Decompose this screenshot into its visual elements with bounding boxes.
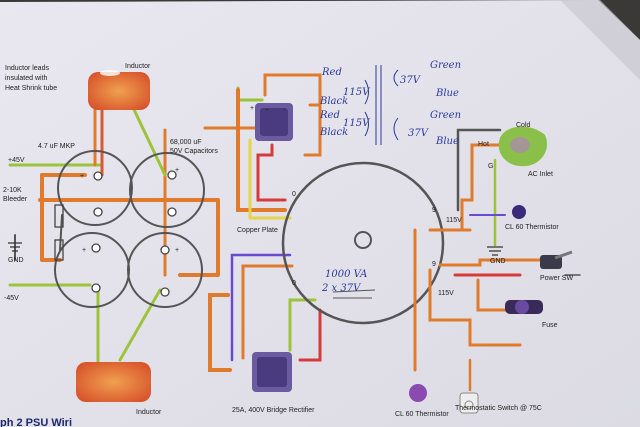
hw-red-2: Red [319,110,340,121]
capacitor-bank [54,150,205,308]
cl60-thermistor-bottom [409,384,427,402]
inductor-top-label: Inductor [125,63,151,70]
hw-black-1: Black [319,96,348,107]
mkp-cap-label: 4.7 uF MKP [38,143,75,150]
svg-text:+: + [175,167,179,174]
hw-37v-b: 37V [408,128,430,139]
hw-37v-a: 37V [400,75,422,86]
caps-label-1: 68,000 uF [170,139,202,146]
capacitor-top-right [129,152,205,228]
thermostatic-label: Thermostatic Switch @ 75C [455,405,542,412]
bleeder-label-2: Bleeder [3,196,28,203]
capacitor-terminals [91,170,177,297]
hw-115v-a: 115V [343,87,371,98]
bottom-caption: ph 2 PSU Wiri [0,417,72,427]
fuse [505,300,543,314]
capacitor-top-left [57,150,133,226]
inductor-bottom-label: Inductor [136,409,162,416]
wiring-top-bridge [203,73,322,220]
wiring-bottom-bridge [208,253,322,372]
gnd-symbol-left [8,242,22,252]
paper-fold-shadow [560,0,640,80]
power-sw-label: Power SW [540,275,573,282]
plus45-label: +45V [8,157,25,164]
hw-brackets [364,65,399,145]
scratched-rating [332,289,376,299]
bridge-rectifier-top [255,103,293,141]
tx-zero-top: 0 [292,191,296,198]
svg-text:+: + [80,173,84,180]
hw-red-1: Red [321,67,342,78]
fuse-label: Fuse [542,322,558,329]
copper-plate-label: Copper Plate [237,227,278,234]
gnd-right-label: GND [490,258,506,265]
bleeder-resistor-2 [54,239,64,261]
toroid-center [354,231,372,249]
hw-115v-b: 115V [343,118,371,129]
bridge-rectifier-bottom [252,352,292,392]
inductor-bottom [76,362,151,402]
minus45-label: -45V [4,295,19,302]
wiring-mains [413,128,581,392]
inductor-note-3: Heat Shrink tube [5,85,57,92]
cl60-thermistor-top [512,205,526,219]
tx-115v-bottom: 115V [438,290,454,297]
tx-115v-top: 115V [446,217,462,224]
tx-zero-bottom: 0 [292,280,296,287]
svg-text:-: - [283,107,286,114]
bleeder-resistor [54,204,64,228]
svg-text:+: + [82,247,86,254]
inductor-note-1: Inductor leads [5,65,49,72]
thermostatic-switch [459,392,479,414]
ac-hot-label: Hot [478,141,489,148]
wiring-left [8,78,220,367]
tx-nine-top: 9 [432,207,436,214]
inductor-top [88,70,150,110]
hw-black-2: Black [319,127,348,138]
caps-label-2: 50V Capacitors [170,148,218,155]
tx-nine-bottom: 9 [432,261,436,268]
ac-g-label: G [488,163,493,170]
tx-rating-2: 2 x 37V [321,283,362,294]
gnd-symbol-right [487,246,503,256]
svg-text:+: + [250,105,254,112]
hw-blue-1: Blue [435,88,459,99]
hw-green-1: Green [430,60,461,71]
ac-cold-label: Cold [516,122,531,129]
toroid-transformer [281,161,445,325]
svg-text:+: + [175,247,179,254]
hw-green-2: Green [430,110,461,121]
inductor-note-2: insulated with [5,75,48,82]
ac-inlet-label: AC Inlet [528,171,553,178]
bleeder-label-1: 2-10K [3,187,22,194]
tx-rating-1: 1000 VA [325,269,367,280]
gnd-left-label: GND [8,257,24,264]
hw-blue-2: Blue [435,136,459,147]
cl60-bottom-label: CL 60 Thermistor [395,411,449,418]
power-switch [540,250,573,269]
bridge-label: 25A, 400V Bridge Rectifier [232,407,315,414]
svg-text:~: ~ [265,107,269,114]
capacitor-bottom-right [127,232,203,308]
cl60-top-label: CL 60 Thermistor [505,224,559,231]
